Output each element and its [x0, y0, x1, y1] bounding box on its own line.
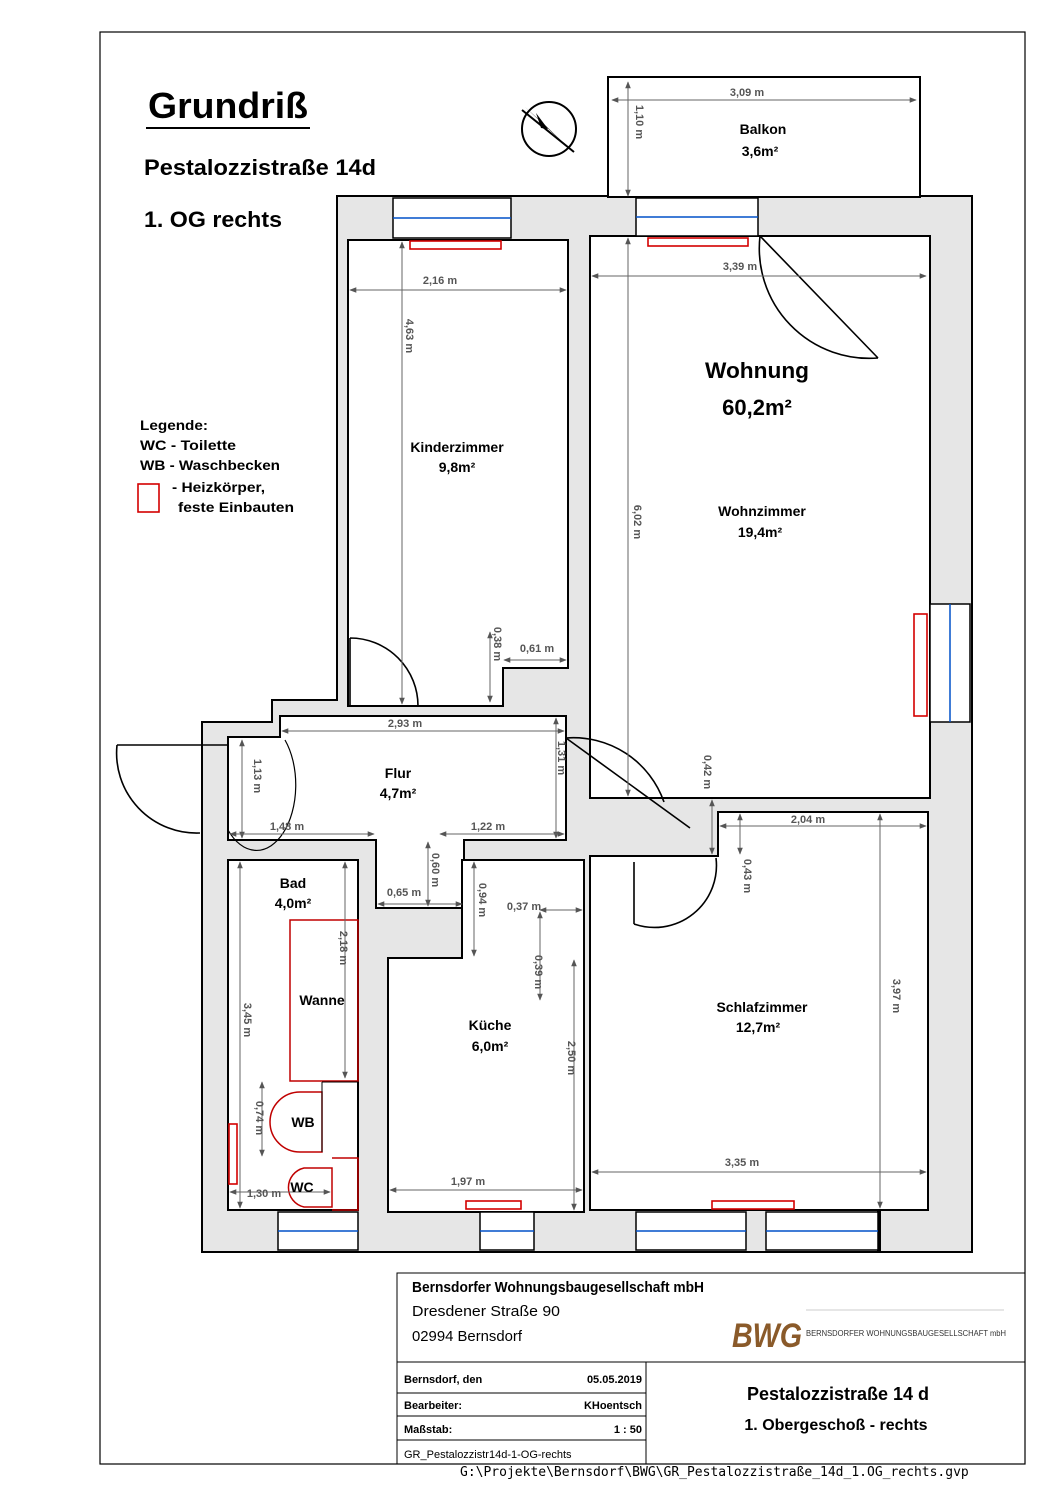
- dim-kinder-small-w: 0,61 m: [520, 643, 554, 655]
- wohnzimmer-area: 19,4m²: [738, 524, 783, 540]
- balkon-name: Balkon: [740, 121, 787, 137]
- bathtub: [289, 919, 359, 1082]
- legend-einbauten: feste Einbauten: [178, 499, 294, 515]
- dim-kinder-w: 2,16 m: [423, 275, 457, 287]
- kinderzimmer-area: 9,8m²: [439, 459, 476, 475]
- dim-gap-042: 0,42 m: [701, 755, 713, 789]
- dim-bad-w: 1,30 m: [247, 1188, 281, 1200]
- kueche-area: 6,0m²: [472, 1038, 509, 1054]
- dim-schlaf-h: 3,97 m: [890, 979, 902, 1013]
- title-block-address: Pestalozzistraße 14 d: [747, 1384, 929, 1404]
- plan-address: Pestalozzistraße 14d: [144, 155, 376, 180]
- wanne-label: Wanne: [299, 992, 345, 1008]
- dim-balkon-w: 3,09 m: [730, 87, 764, 99]
- schlafzimmer-area: 12,7m²: [736, 1019, 781, 1035]
- place-label: Bernsdorf, den: [404, 1374, 483, 1386]
- dim-balkon-h: 1,10 m: [633, 105, 645, 139]
- window-glass-lines: [278, 216, 951, 1232]
- scale-value: 1 : 50: [614, 1424, 642, 1436]
- bwg-logo-sub: BERNSDORFER WOHNUNGSBAUGESELLSCHAFT mbH: [806, 1329, 1006, 1338]
- dim-kueche-top-w: 0,37 m: [507, 901, 541, 913]
- company-name: Bernsdorfer Wohnungsbaugesellschaft mbH: [412, 1279, 704, 1296]
- company-street: Dresdener Straße 90: [412, 1303, 560, 1320]
- kinderzimmer-name: Kinderzimmer: [410, 439, 504, 455]
- schlafzimmer-name: Schlafzimmer: [716, 999, 808, 1015]
- legend-heizkoerper: - Heizkörper,: [172, 479, 265, 495]
- wc-label: WC: [290, 1179, 313, 1195]
- legend-wb: WB - Waschbecken: [140, 457, 280, 473]
- balcony: [607, 76, 921, 198]
- room-schlafzimmer: [589, 811, 929, 1211]
- room-kueche: [387, 859, 585, 1213]
- balkon-area: 3,6m²: [742, 143, 779, 159]
- kueche-name: Küche: [469, 1017, 512, 1033]
- scale-label: Maßstab:: [404, 1424, 452, 1436]
- dim-niche-w: 0,65 m: [387, 887, 421, 899]
- dim-flur-h-left: 1,13 m: [251, 759, 263, 793]
- editor-label: Bearbeiter:: [404, 1400, 462, 1412]
- dim-kueche-w: 1,97 m: [451, 1176, 485, 1188]
- legend-wc: WC - Toilette: [140, 437, 236, 453]
- legend-title: Legende:: [140, 417, 208, 433]
- file-path-footer: G:\Projekte\Bernsdorf\BWG\GR_Pestalozzis…: [460, 1465, 969, 1480]
- date-value: 05.05.2019: [587, 1374, 642, 1386]
- dim-kinder-h: 4,63 m: [403, 319, 415, 353]
- dim-kueche-h: 2,50 m: [565, 1041, 577, 1075]
- wohnzimmer-name: Wohnzimmer: [718, 503, 806, 519]
- dim-flur-h-right: 1,31 m: [555, 741, 567, 775]
- flur-name: Flur: [385, 765, 412, 781]
- bad-area: 4,0m²: [275, 895, 312, 911]
- dim-bad-wb: 0,74 m: [253, 1101, 265, 1135]
- wb-label: WB: [291, 1114, 314, 1130]
- dim-schlaf-w: 3,35 m: [725, 1157, 759, 1169]
- room-flur: [227, 715, 567, 909]
- flur-area: 4,7m²: [380, 785, 417, 801]
- dim-wohn-w: 3,39 m: [723, 261, 757, 273]
- dim-wanne-l: 2,18 m: [337, 931, 349, 965]
- bad-name: Bad: [280, 875, 306, 891]
- dim-schlaf-top-w: 2,04 m: [791, 814, 825, 826]
- dim-schlaf-043: 0,43 m: [741, 859, 753, 893]
- apartment-area: 60,2m²: [722, 395, 792, 420]
- dim-flur-w: 2,93 m: [388, 718, 422, 730]
- dim-wohn-h: 6,02 m: [631, 505, 643, 539]
- plan-floor: 1. OG rechts: [144, 207, 282, 232]
- bad-fixture-wall: [321, 1081, 358, 1152]
- legend-radiator-swatch: [137, 483, 160, 513]
- dim-flur-bottom-left: 1,48 m: [270, 821, 304, 833]
- editor-value: KHoentsch: [584, 1400, 642, 1412]
- dim-niche-h: 0,60 m: [429, 853, 441, 887]
- room-wohnzimmer: [589, 235, 931, 799]
- dim-kueche-top-h: 0,94 m: [476, 883, 488, 917]
- dim-kinder-small-h: 0,38 m: [491, 627, 503, 661]
- bwg-logo: BWG: [732, 1317, 802, 1355]
- plan-title: Grundriß: [148, 85, 308, 126]
- dim-kueche-step: 0,39 m: [532, 955, 544, 989]
- dim-bad-h: 3,45 m: [241, 1003, 253, 1037]
- company-city: 02994 Bernsdorf: [412, 1328, 523, 1345]
- title-block-floor: 1. Obergeschoß - rechts: [744, 1417, 927, 1434]
- dim-flur-bottom-right: 1,22 m: [471, 821, 505, 833]
- dimension-lines: [229, 81, 927, 1211]
- washbasin: [269, 1091, 323, 1153]
- north-arrow-icon: [521, 101, 577, 157]
- title-block: [396, 1272, 1026, 1465]
- apartment-label: Wohnung: [705, 358, 809, 383]
- radiators: [228, 237, 928, 1210]
- legend: Legende: WC - Toilette WB - Waschbecken …: [140, 417, 294, 515]
- file-name: GR_Pestalozzistr14d-1-OG-rechts: [404, 1449, 572, 1461]
